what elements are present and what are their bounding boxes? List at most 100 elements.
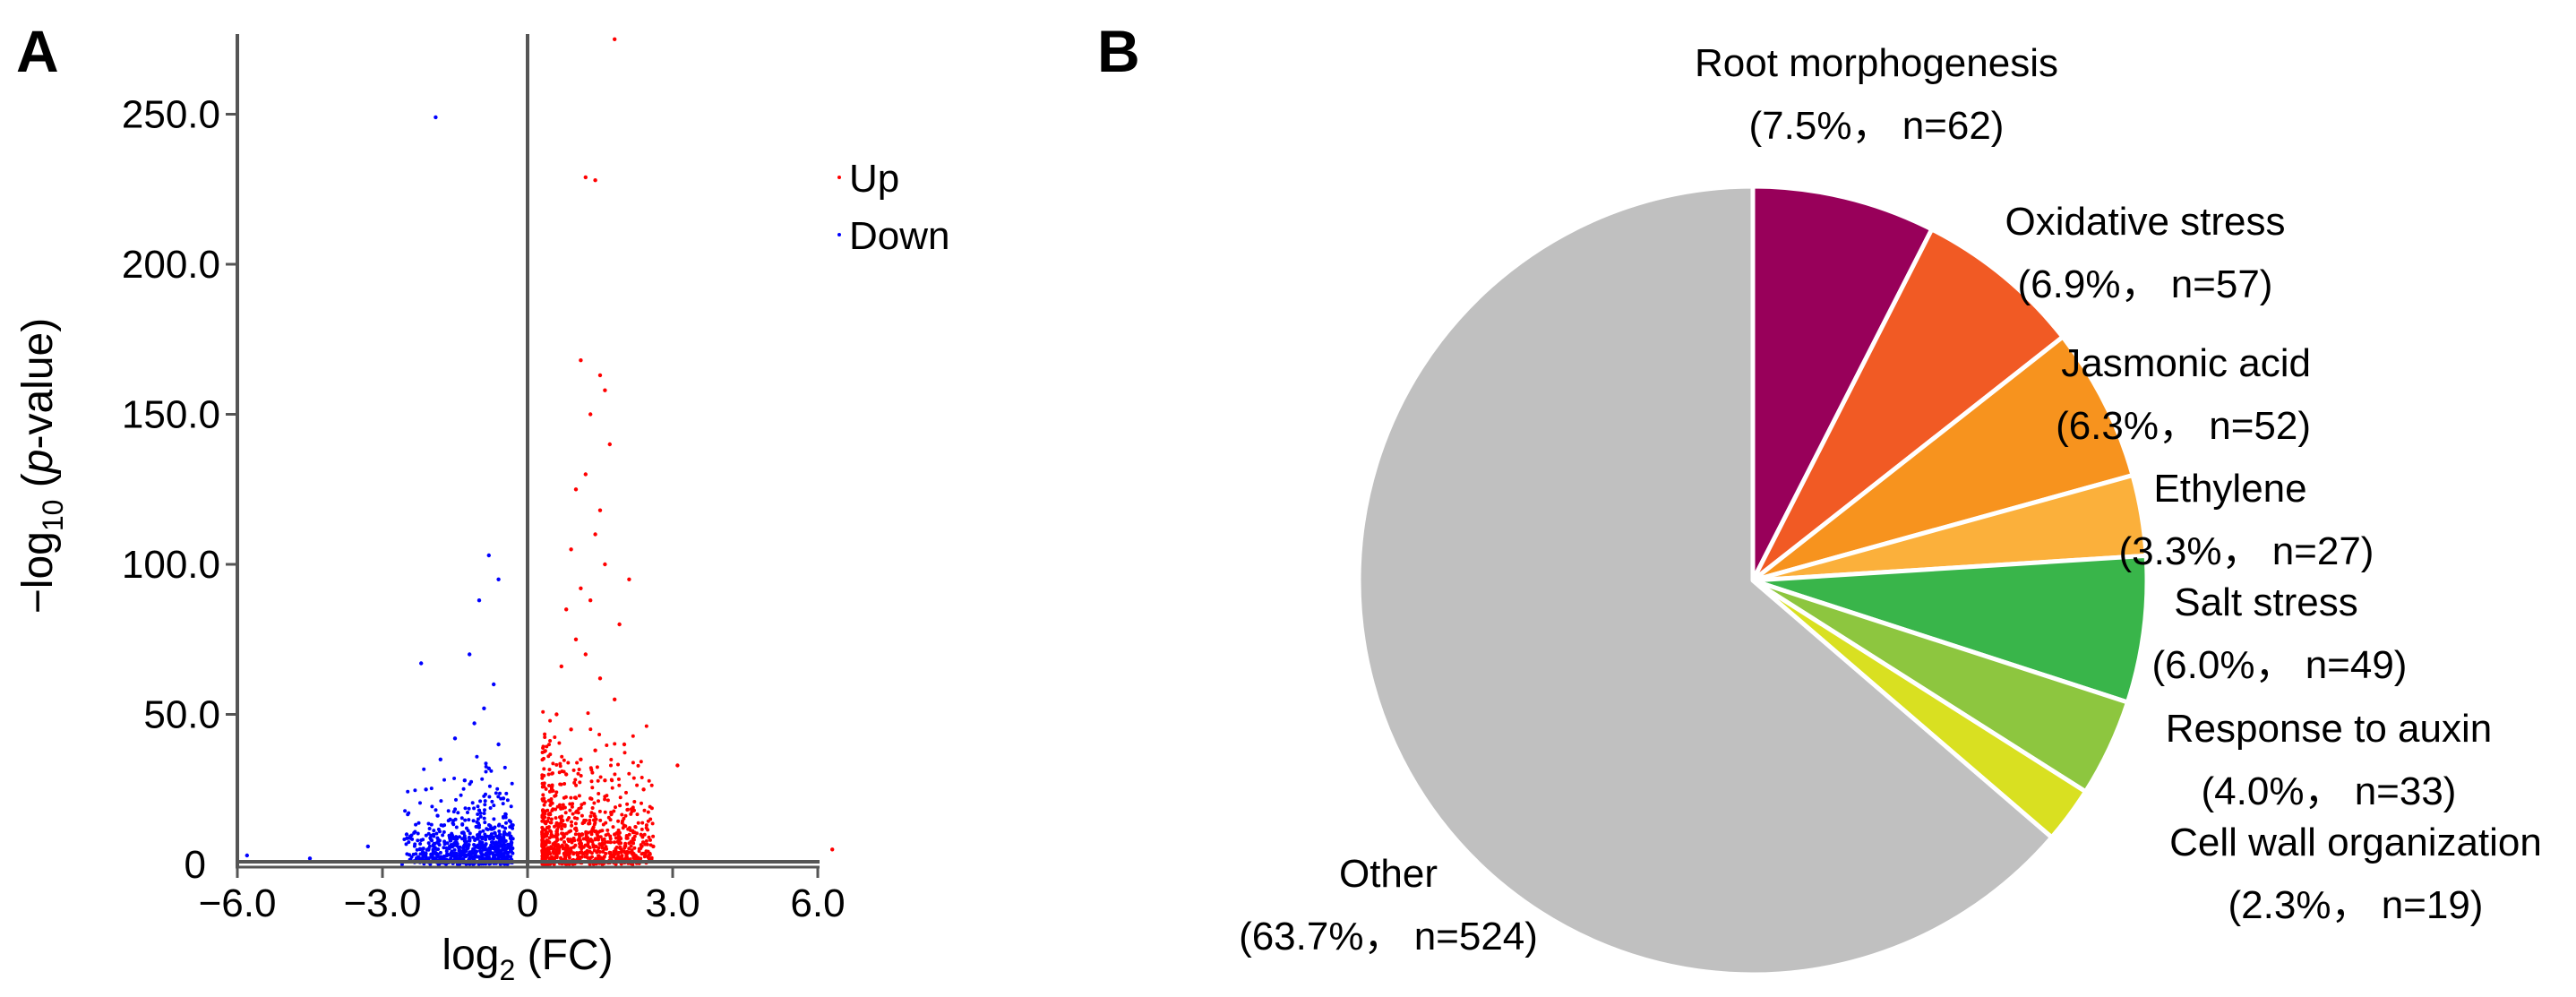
data-point-up: [642, 832, 647, 837]
legend-marker-down: [837, 233, 841, 236]
data-point-up: [562, 782, 567, 786]
data-point-up: [542, 767, 546, 771]
data-point-up: [607, 442, 612, 447]
data-point-down: [460, 822, 465, 826]
data-point-up: [579, 774, 583, 778]
data-point-up: [615, 831, 620, 836]
data-point-up: [584, 833, 588, 838]
data-point-down: [489, 769, 494, 773]
data-point-down: [477, 598, 482, 603]
x-tick-label: 0: [517, 881, 538, 925]
data-point-up: [609, 758, 614, 761]
data-point-up: [639, 856, 643, 861]
data-point-up: [545, 744, 549, 749]
pie-value-ethylene: (3.3%， n=27): [2119, 529, 2374, 573]
data-point-up: [545, 838, 549, 843]
data-point-down: [488, 806, 493, 810]
data-point-down: [435, 813, 440, 818]
data-point-up: [557, 741, 562, 745]
data-point-down: [469, 779, 474, 784]
data-point-down: [484, 838, 488, 842]
data-point-up: [627, 832, 631, 837]
data-point-down: [414, 852, 418, 856]
data-point-up: [597, 676, 603, 681]
data-point-up: [569, 727, 573, 732]
data-point-up: [544, 786, 548, 791]
data-point-up: [559, 664, 563, 669]
data-point-down: [442, 846, 446, 850]
data-point-down: [467, 806, 471, 811]
data-point-up: [629, 839, 633, 844]
pie-chart: B Root morphogenesis(7.5%， n=62)Oxidativ…: [1097, 18, 2542, 977]
data-point-up: [640, 776, 644, 779]
data-point-down: [413, 788, 417, 793]
data-point-down: [479, 835, 484, 839]
data-point-up: [562, 769, 566, 774]
pie-slice-oxidative-stress: [1750, 227, 2065, 583]
data-point-up: [647, 835, 651, 839]
data-point-up: [571, 768, 576, 772]
data-point-up: [597, 733, 602, 736]
data-point-down: [456, 811, 460, 815]
data-point-down: [438, 850, 442, 855]
data-point-up: [627, 847, 631, 851]
data-point-up: [624, 835, 629, 839]
data-point-down: [432, 829, 436, 833]
data-point-up: [625, 802, 630, 806]
data-point-down: [500, 843, 504, 847]
data-point-down: [463, 837, 468, 841]
data-point-up: [590, 770, 595, 775]
data-point-up: [640, 833, 644, 838]
data-point-up: [540, 829, 545, 834]
data-point-down: [482, 847, 486, 852]
data-point-down: [454, 797, 458, 802]
data-point-up: [544, 809, 548, 813]
data-point-up: [631, 837, 635, 840]
data-point-up: [597, 850, 602, 854]
data-point-up: [631, 855, 636, 859]
data-point-up: [605, 828, 610, 832]
data-point-up: [613, 772, 617, 777]
data-point-up: [578, 851, 581, 855]
data-point-down: [406, 789, 410, 794]
data-point-up: [631, 808, 636, 812]
data-point-down: [410, 837, 415, 841]
data-point-up: [551, 761, 555, 766]
data-point-down: [430, 838, 434, 843]
data-point-down: [476, 804, 480, 809]
data-point-down: [486, 553, 491, 558]
data-point-up: [610, 855, 614, 859]
data-point-down: [483, 844, 487, 848]
data-point-up: [559, 782, 563, 786]
data-point-down: [452, 853, 457, 857]
data-point-up: [556, 843, 561, 847]
data-point-down: [405, 852, 409, 856]
data-point-down: [507, 819, 511, 823]
data-point-up: [588, 814, 593, 819]
data-point-up: [560, 827, 564, 831]
data-point-down: [418, 852, 423, 856]
pie-label-other: Other: [1339, 852, 1438, 896]
data-point-up: [577, 855, 581, 859]
data-point-up: [614, 805, 617, 810]
data-point-down: [468, 838, 472, 843]
data-point-up: [622, 816, 626, 821]
data-point-up: [587, 849, 591, 854]
pie-label-root-morphogenesis: Root morphogenesis: [1695, 41, 2058, 85]
data-point-down: [475, 820, 479, 824]
data-point-down: [365, 844, 370, 849]
data-point-down: [402, 838, 407, 841]
data-point-down: [444, 849, 449, 854]
data-point-down: [452, 847, 457, 852]
data-point-down: [503, 815, 508, 820]
data-point-up: [554, 762, 559, 767]
data-point-up: [555, 804, 560, 809]
data-point-up: [613, 697, 617, 701]
data-point-up: [554, 853, 559, 858]
data-point-up: [554, 832, 559, 837]
data-point-up: [547, 743, 551, 747]
data-point-up: [560, 754, 564, 759]
data-point-down: [466, 829, 470, 833]
data-point-up: [610, 786, 614, 790]
data-point-up: [613, 840, 616, 845]
